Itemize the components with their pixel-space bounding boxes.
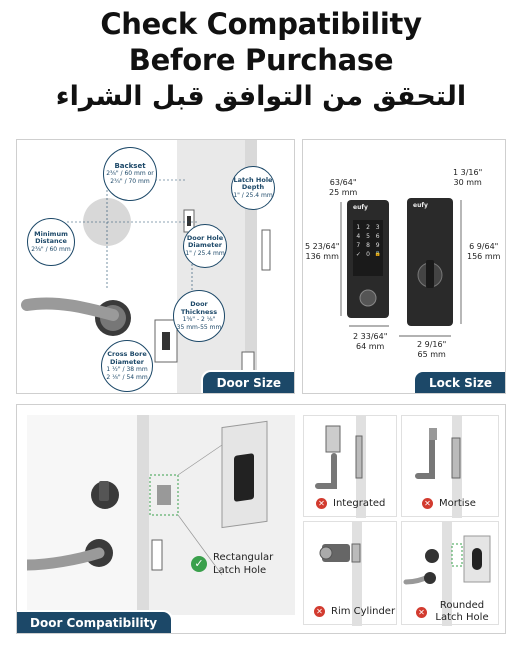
latch-depth-v1: 1" / 25.4 mm [233,191,273,199]
door-size-panel: Backset 2⅜" / 60 mm or 2¾" / 70 mm Latch… [16,139,295,394]
min-distance-v1: 2⅜" / 60 mm [31,245,71,253]
key-0: 0 [366,251,370,258]
key-6: 6 [375,233,380,240]
key-8: 8 [366,242,370,249]
x-icon: ✕ [316,498,327,509]
key-9: 9 [375,242,380,249]
mortise-label: Mortise [439,498,476,509]
width-left-frac: 2 33/64" [353,332,388,341]
depth-right-mm: 30 mm [453,178,482,187]
front-keypad: 1 2 3 4 5 6 7 8 9 ✓ 0 🔒 [354,224,382,258]
depth-left-dim: 63/64" 25 mm [329,178,357,198]
compat-illustration [27,415,268,615]
rim-cylinder-illustration [319,522,362,626]
supported-label: Rectangular Latch Hole [213,552,274,576]
mortise-card: ✕ Mortise [401,415,499,518]
rounded-latch-feature: ✕ Rounded Latch Hole [416,600,491,624]
key-5: 5 [366,233,370,240]
rounded-latch-card: ✕ Rounded Latch Hole [401,521,499,626]
x-icon: ✕ [416,606,427,618]
lock-size-illustration [340,198,462,337]
depth-right-dim: 1 3/16" 30 mm [453,168,482,188]
backset-title: Backset [114,161,146,170]
x-icon: ✕ [314,606,325,617]
latch-depth-label: Latch Hole Depth 1" / 25.4 mm [231,166,275,210]
depth-left-frac: 63/64" [329,178,357,187]
headline: Check Compatibility Before Purchase التح… [0,6,522,116]
width-right-dim: 2 9/16" 65 mm [417,340,446,360]
lever-handle [21,297,119,321]
width-left-dim: 2 33/64" 64 mm [353,332,387,352]
cross-bore-label: Cross Bore Diameter 1 ½" / 38 mm 2 ⅛" / … [101,340,153,392]
latch-depth-title: Latch Hole Depth [233,175,273,192]
mortise-feature: ✕ Mortise [422,498,476,509]
cross-bore-v2: 2 ⅛" / 54 mm [106,373,148,381]
rim-cylinder-label: Rim Cylinder [331,606,396,617]
key-3: 3 [375,224,380,231]
key-7: 7 [356,242,361,249]
rounded-latch-label: Rounded Latch Hole [435,600,489,623]
height-right-dim: 6 9/64" 156 mm [467,242,500,262]
min-distance-title: Minimum Distance [34,229,68,246]
cross-bore-title: Cross Bore Diameter [107,350,147,366]
rim-cylinder-feature: ✕ Rim Cylinder [314,606,395,617]
key-4: 4 [356,233,361,240]
lock-size-tag: Lock Size [412,370,505,393]
door-size-tag: Door Size [200,370,294,393]
key-lock: 🔒 [374,251,381,257]
thickness-v1: 1⅜" - 2 ⅛" [182,316,216,323]
integrated-illustration [315,416,366,518]
width-right-mm: 65 mm [417,350,446,359]
brand-logo-front: eufy [353,204,368,211]
depth-left-mm: 25 mm [329,188,358,197]
height-right-frac: 6 9/64" [469,242,499,251]
main-compat-scene: ✓ Rectangular Latch Hole [27,415,295,615]
backset-v1: 2⅜" / 60 mm or [106,170,154,178]
cross-bore-v1: 1 ½" / 38 mm [106,366,148,373]
width-right-frac: 2 9/16" [417,340,447,349]
door-compat-panel: ✓ Rectangular Latch Hole ✕ Integrated ✕ … [16,404,506,634]
x-icon: ✕ [422,498,433,509]
key-2: 2 [366,224,370,231]
width-left-mm: 64 mm [356,342,385,351]
brand-logo-back: eufy [413,202,428,209]
height-left-dim: 5 23/64" 136 mm [305,242,339,262]
thickness-title: Door Thickness [180,300,218,316]
mortise-illustration [415,416,462,518]
key-check: ✓ [355,251,361,258]
door-compat-tag: Door Compatibility [17,610,174,633]
rim-cylinder-card: ✕ Rim Cylinder [303,521,397,626]
check-icon: ✓ [191,556,207,572]
thickness-label: Door Thickness 1⅜" - 2 ⅛" 35 mm-55 mm [173,290,225,342]
door-hole-title: Door Hole Diameter [186,233,224,250]
min-distance-label: Minimum Distance 2⅜" / 60 mm [27,218,75,266]
supported-feature: ✓ Rectangular Latch Hole [191,551,291,577]
integrated-feature: ✕ Integrated [316,498,385,509]
headline-line2: Before Purchase [128,43,394,77]
height-left-frac: 5 23/64" [305,242,340,251]
depth-right-frac: 1 3/16" [453,168,483,177]
door-hole-label: Door Hole Diameter 1" / 25.4 mm [183,224,227,268]
key-1: 1 [356,224,361,231]
headline-line1: Check Compatibility [100,7,422,41]
headline-arabic: التحقق من التوافق قبل الشراء [55,81,467,112]
backset-v2: 2¾" / 70 mm [110,177,150,185]
integrated-card: ✕ Integrated [303,415,397,518]
backset-label: Backset 2⅜" / 60 mm or 2¾" / 70 mm [103,147,157,201]
lock-size-panel: 1 2 3 4 5 6 7 8 9 ✓ 0 🔒 eufy eufy 63/64"… [302,139,506,394]
integrated-label: Integrated [333,498,386,509]
thickness-v2: 35 mm-55 mm [176,323,222,331]
rounded-latch-illustration [403,522,491,626]
height-right-mm: 156 mm [467,252,501,261]
height-left-mm: 136 mm [305,252,339,261]
door-hole-v1: 1" / 25.4 mm [185,249,225,257]
